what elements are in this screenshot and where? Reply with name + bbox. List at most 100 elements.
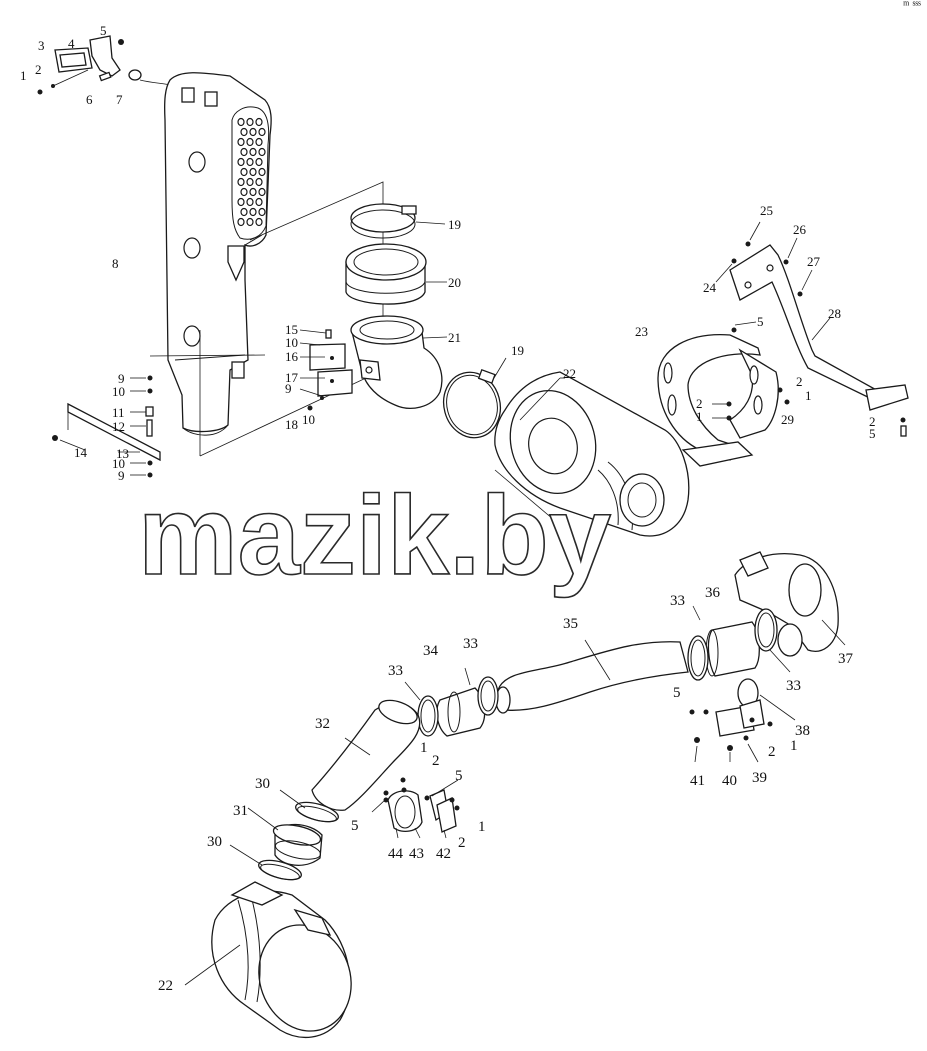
perforation-dot (240, 147, 248, 157)
callout-c1a: 1 (20, 68, 27, 83)
perforation-dot (237, 177, 245, 187)
callout-c2g: 2 (458, 835, 466, 851)
callout-c19a: 19 (448, 217, 461, 232)
perforation-dot (258, 187, 266, 197)
perforation-dot (237, 137, 245, 147)
callout-c1e: 1 (420, 740, 428, 756)
perforation-dot (255, 117, 263, 127)
corner-mark: ᵐ ˢˢˢ (903, 0, 921, 12)
callout-c33a: 33 (670, 593, 685, 609)
callout-c44: 44 (388, 846, 404, 862)
callout-c1c: 1 (805, 388, 812, 403)
callout-c1b: 1 (696, 409, 703, 424)
bracket-assembly-top (37, 35, 186, 95)
air-filter-22 (494, 371, 690, 537)
callout-c31: 31 (233, 803, 248, 819)
callout-c33b: 33 (786, 678, 801, 694)
callout-c10a: 10 (112, 384, 125, 399)
clamp-30-lower (229, 844, 303, 881)
coupling-36 (687, 605, 791, 681)
callout-c10d: 10 (302, 412, 315, 427)
callout-c21: 21 (448, 330, 461, 345)
callout-c5e: 5 (455, 768, 463, 784)
callout-c12: 12 (112, 419, 125, 434)
perforation-dot (255, 197, 263, 207)
callout-c15: 15 (285, 322, 298, 337)
callout-c33d: 33 (463, 636, 478, 652)
callout-c28: 28 (828, 306, 841, 321)
callout-c37: 37 (838, 651, 854, 667)
callout-c20: 20 (448, 275, 461, 290)
perforation-dot (237, 157, 245, 167)
callout-c43: 43 (409, 846, 424, 862)
perforation-dot (246, 157, 254, 167)
callout-c11: 11 (112, 405, 125, 420)
callout-c36: 36 (705, 585, 721, 601)
callout-c33c: 33 (388, 663, 403, 679)
callout-c1f: 1 (478, 819, 486, 835)
perforation-dot (249, 167, 257, 177)
perforation-dot (246, 217, 254, 227)
support-arm-28 (715, 221, 909, 437)
perforation-dot (249, 187, 257, 197)
hose-clamp-19-top (350, 203, 446, 239)
callout-c38: 38 (795, 723, 810, 739)
callout-c2a: 2 (35, 62, 42, 77)
perforation-dot (249, 207, 257, 217)
perforation-dot (237, 117, 245, 127)
perforation-dot (246, 177, 254, 187)
perforation-dot (240, 127, 248, 137)
callout-c9b: 9 (118, 468, 125, 483)
callout-c22b: 22 (158, 978, 173, 994)
callout-c32: 32 (315, 716, 330, 732)
callout-c2c: 2 (796, 374, 803, 389)
callout-c27: 27 (807, 254, 821, 269)
hose-clamp-19-lower (442, 357, 507, 439)
callout-c30b: 30 (207, 834, 222, 850)
coupling-34 (404, 667, 499, 737)
perforation-dot (240, 207, 248, 217)
elbow-37 (734, 551, 846, 657)
callout-c2e: 2 (768, 744, 776, 760)
callout-c40: 40 (722, 773, 737, 789)
mounting-bar-13 (52, 375, 161, 478)
callout-c22a: 22 (563, 366, 576, 381)
perforation-dot (255, 177, 263, 187)
callout-c9a: 9 (118, 371, 125, 386)
clamp-30-upper (279, 789, 340, 823)
intake-duct-8 (164, 72, 272, 436)
perforation-dot (237, 217, 245, 227)
adapter-elbow-21 (350, 315, 448, 409)
perforation-dot (258, 167, 266, 177)
watermark-text: mazik.by (138, 473, 611, 598)
clamp-bracket-38-41 (689, 678, 796, 763)
perforation-dot (237, 197, 245, 207)
callout-c16: 16 (285, 349, 299, 364)
air-filter-22-lower (184, 881, 352, 1039)
callout-c2d: 2 (869, 414, 876, 429)
callout-c41: 41 (690, 773, 705, 789)
bracket-assembly-15-18 (299, 329, 353, 411)
perforation-dot (255, 137, 263, 147)
callout-c14: 14 (74, 445, 88, 460)
callout-c18: 18 (285, 417, 298, 432)
callout-c2b: 2 (696, 396, 703, 411)
perforation-dot (258, 207, 266, 217)
callout-c5f: 5 (351, 818, 359, 834)
perforation-dot (249, 127, 257, 137)
callout-c39: 39 (752, 770, 767, 786)
perforation-dot (240, 187, 248, 197)
callout-c17: 17 (285, 370, 299, 385)
perforation-dot (240, 167, 248, 177)
callout-c2f: 2 (432, 753, 440, 769)
callout-c5c: 5 (869, 426, 876, 441)
callout-c29: 29 (781, 412, 794, 427)
callout-c9c: 9 (285, 381, 292, 396)
perforation-dot (258, 147, 266, 157)
callout-c5a: 5 (100, 23, 107, 38)
clamp-bracket-42-44 (371, 777, 460, 839)
callout-c24: 24 (703, 280, 717, 295)
perforation-dot (246, 117, 254, 127)
callout-c6a: 6 (86, 92, 93, 107)
